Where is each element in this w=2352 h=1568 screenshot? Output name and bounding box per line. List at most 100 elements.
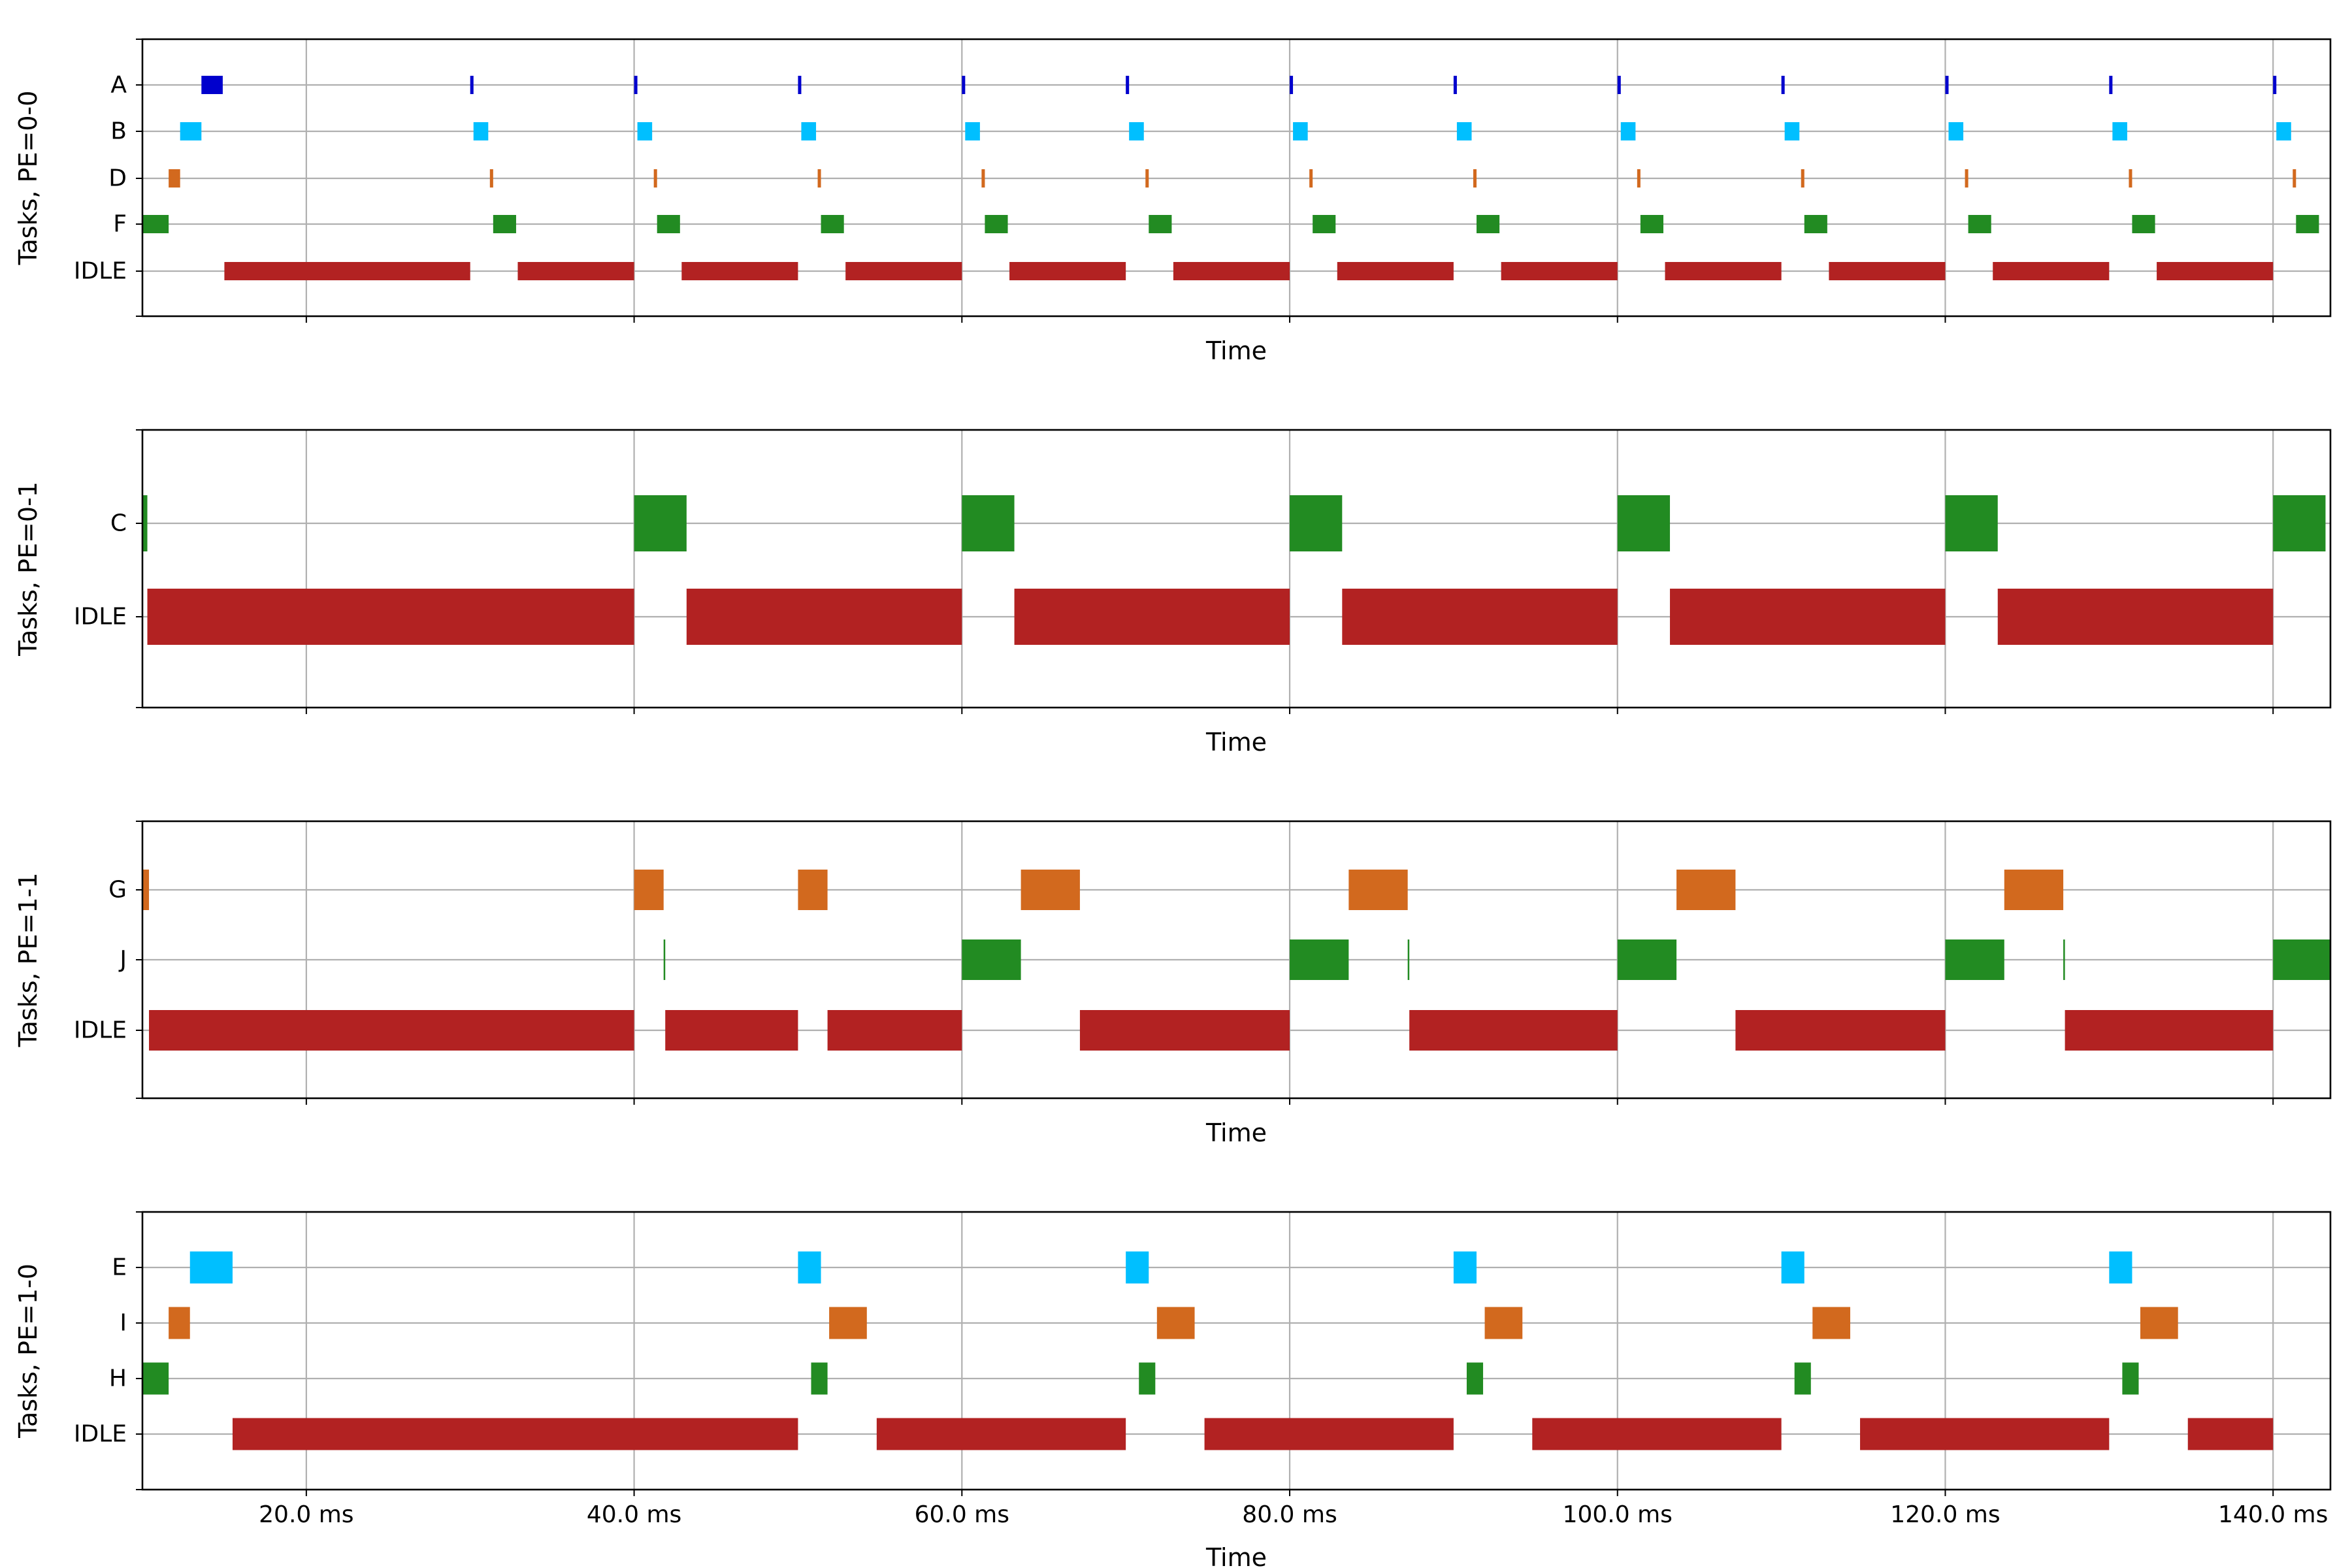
task-bar-a [2273, 76, 2277, 94]
task-bar-b [2112, 122, 2127, 140]
task-bar-i [1156, 1307, 1195, 1339]
task-bar-e [2109, 1251, 2132, 1284]
y-tick-label: C [110, 510, 127, 537]
task-bar-b [965, 122, 980, 140]
task-bar-i [1812, 1307, 1850, 1339]
task-bar-e [1126, 1251, 1149, 1284]
task-bar-f [1149, 215, 1172, 233]
task-bar-d [817, 169, 821, 188]
task-bar-a [634, 76, 638, 94]
task-bar-g [1676, 870, 1736, 910]
x-tick-label: 80.0 ms [1242, 1501, 1337, 1528]
task-bar-a [1290, 76, 1294, 94]
task-bar-b [1129, 122, 1144, 140]
x-tick-label: 40.0 ms [587, 1501, 681, 1528]
task-bar-d [1473, 169, 1477, 188]
task-bar-idle [686, 589, 962, 645]
task-bar-idle [1173, 262, 1290, 280]
task-bar-b [1784, 122, 1800, 140]
y-tick-label: D [108, 165, 127, 192]
task-bar-c [1617, 495, 1671, 551]
task-bar-f [1313, 215, 1336, 233]
y-tick-label: A [110, 72, 127, 99]
y-tick-label: B [110, 118, 127, 145]
y-axis-label: Tasks, PE=0-0 [14, 91, 42, 266]
task-bar-d [2129, 169, 2132, 188]
task-bar-g [1021, 870, 1080, 910]
task-bar-idle [1532, 1418, 1782, 1450]
task-bar-j [1617, 939, 1677, 980]
task-bar-g [1348, 870, 1408, 910]
task-bar-e [1781, 1251, 1805, 1284]
task-bar-idle [1009, 262, 1126, 280]
x-tick-label: 100.0 ms [1563, 1501, 1673, 1528]
y-axis-label: Tasks, PE=1-1 [14, 873, 42, 1048]
task-bar-idle [681, 262, 798, 280]
y-axis-label: Tasks, PE=0-1 [14, 482, 42, 657]
task-bar-idle [845, 262, 962, 280]
task-bar-idle [2187, 1418, 2274, 1450]
y-tick-label: F [113, 211, 127, 238]
task-bar-a [1126, 76, 1130, 94]
task-bar-a [962, 76, 966, 94]
y-tick-label: H [109, 1365, 127, 1392]
task-bar-idle [876, 1418, 1126, 1450]
task-bar-f [1968, 215, 1991, 233]
task-bar-a [1781, 76, 1785, 94]
task-bar-j [1290, 939, 1349, 980]
task-bar-a [470, 76, 474, 94]
task-bar-c [962, 495, 1015, 551]
task-bar-j [1407, 939, 1410, 980]
y-tick-label: IDLE [74, 1017, 127, 1044]
task-bar-b [1293, 122, 1308, 140]
task-bar-f [1640, 215, 1663, 233]
task-bar-idle [1342, 589, 1618, 645]
y-tick-label: G [108, 877, 127, 904]
task-bar-e [189, 1251, 233, 1284]
task-bar-e [1453, 1251, 1477, 1284]
task-bar-f [1477, 215, 1500, 233]
task-bar-f [142, 215, 169, 233]
task-bar-d [2293, 169, 2296, 188]
task-bar-idle [1665, 262, 1782, 280]
task-bar-i [1484, 1307, 1523, 1339]
task-bar-h [142, 1362, 169, 1395]
task-bar-c [2273, 495, 2326, 551]
task-bar-j [663, 939, 666, 980]
task-bar-a [1453, 76, 1457, 94]
y-tick-label: IDLE [74, 604, 127, 630]
task-bar-idle [149, 1010, 634, 1051]
task-bar-idle [1997, 589, 2274, 645]
task-bar-idle [1501, 262, 1618, 280]
task-bar-d [981, 169, 985, 188]
x-tick-label: 120.0 ms [1890, 1501, 2000, 1528]
task-bar-d [653, 169, 657, 188]
task-bar-idle [517, 262, 634, 280]
task-bar-d [1145, 169, 1149, 188]
task-bar-f [2132, 215, 2155, 233]
task-bar-idle [147, 589, 634, 645]
task-bar-c [142, 495, 148, 551]
task-bar-h [811, 1362, 828, 1395]
task-bar-a [1617, 76, 1621, 94]
task-bar-g [798, 870, 828, 910]
task-bar-idle [1337, 262, 1454, 280]
task-bar-j [1945, 939, 2004, 980]
task-bar-d [1801, 169, 1805, 188]
task-bar-f [821, 215, 844, 233]
y-tick-label: E [112, 1254, 127, 1281]
x-tick-label: 140.0 ms [2218, 1501, 2328, 1528]
task-bar-b [801, 122, 817, 140]
task-bar-g [2004, 870, 2064, 910]
task-bar-b [637, 122, 653, 140]
task-bar-h [1466, 1362, 1484, 1395]
y-tick-label: J [118, 947, 127, 973]
task-bar-a [1945, 76, 1949, 94]
x-axis-label: Time [1205, 1543, 1267, 1568]
y-tick-label: IDLE [74, 1421, 127, 1448]
task-bar-f [985, 215, 1008, 233]
task-bar-b [1620, 122, 1636, 140]
task-bar-c [634, 495, 687, 551]
task-bar-idle [1014, 589, 1290, 645]
